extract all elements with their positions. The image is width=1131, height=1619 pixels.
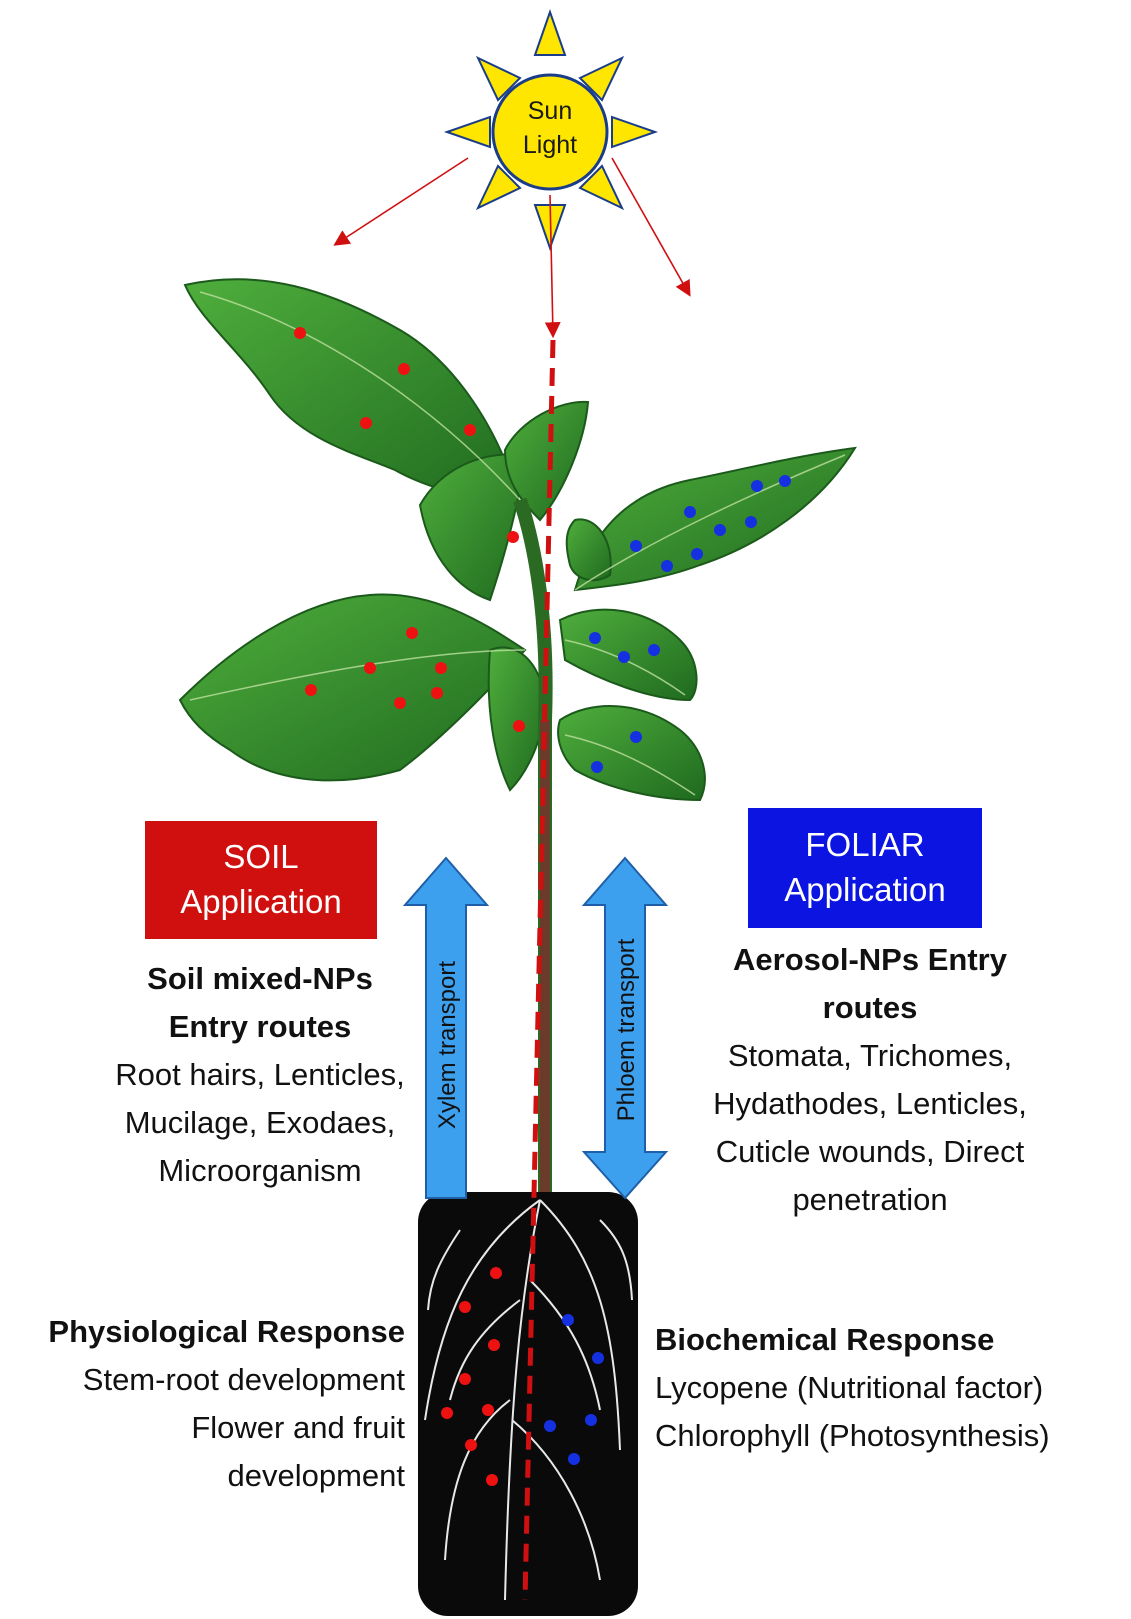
aerosol-routes-title2: routes: [680, 984, 1060, 1032]
sun-label-line1: Sun: [500, 95, 600, 129]
soil-entry-routes: Soil mixed-NPs Entry routes Root hairs, …: [70, 955, 450, 1195]
physiological-response: Physiological Response Stem-root develop…: [0, 1308, 405, 1500]
biochemical-title: Biochemical Response: [655, 1316, 1125, 1364]
aerosol-routes-line: Stomata, Trichomes,: [680, 1032, 1060, 1080]
physiological-line: development: [0, 1452, 405, 1500]
physiological-line: Flower and fruit: [0, 1404, 405, 1452]
sun-label: Sun Light: [500, 95, 600, 163]
phloem-transport-label: Phloem transport: [613, 938, 640, 1121]
foliar-box-line1: FOLIAR: [805, 823, 924, 868]
aerosol-entry-routes: Aerosol-NPs Entry routes Stomata, Tricho…: [680, 936, 1060, 1224]
soil-routes-line: Microorganism: [70, 1147, 450, 1195]
soil-box-line2: Application: [180, 880, 341, 925]
aerosol-routes-title1: Aerosol-NPs Entry: [680, 936, 1060, 984]
soil-routes-line: Root hairs, Lenticles,: [70, 1051, 450, 1099]
foliar-application-box: FOLIAR Application: [748, 808, 982, 928]
biochemical-line: Chlorophyll (Photosynthesis): [655, 1412, 1125, 1460]
sun-label-line2: Light: [500, 129, 600, 163]
soil-routes-line: Mucilage, Exodaes,: [70, 1099, 450, 1147]
soil-box-line1: SOIL: [223, 835, 298, 880]
physiological-title: Physiological Response: [0, 1308, 405, 1356]
foliar-box-line2: Application: [784, 868, 945, 913]
soil-routes-title2: Entry routes: [70, 1003, 450, 1051]
aerosol-routes-line: Cuticle wounds, Direct: [680, 1128, 1060, 1176]
aerosol-routes-line: penetration: [680, 1176, 1060, 1224]
soil-routes-title1: Soil mixed-NPs: [70, 955, 450, 1003]
biochemical-line: Lycopene (Nutritional factor): [655, 1364, 1125, 1412]
soil-application-box: SOIL Application: [145, 821, 377, 939]
biochemical-response: Biochemical Response Lycopene (Nutrition…: [655, 1316, 1125, 1460]
aerosol-routes-line: Hydathodes, Lenticles,: [680, 1080, 1060, 1128]
physiological-line: Stem-root development: [0, 1356, 405, 1404]
